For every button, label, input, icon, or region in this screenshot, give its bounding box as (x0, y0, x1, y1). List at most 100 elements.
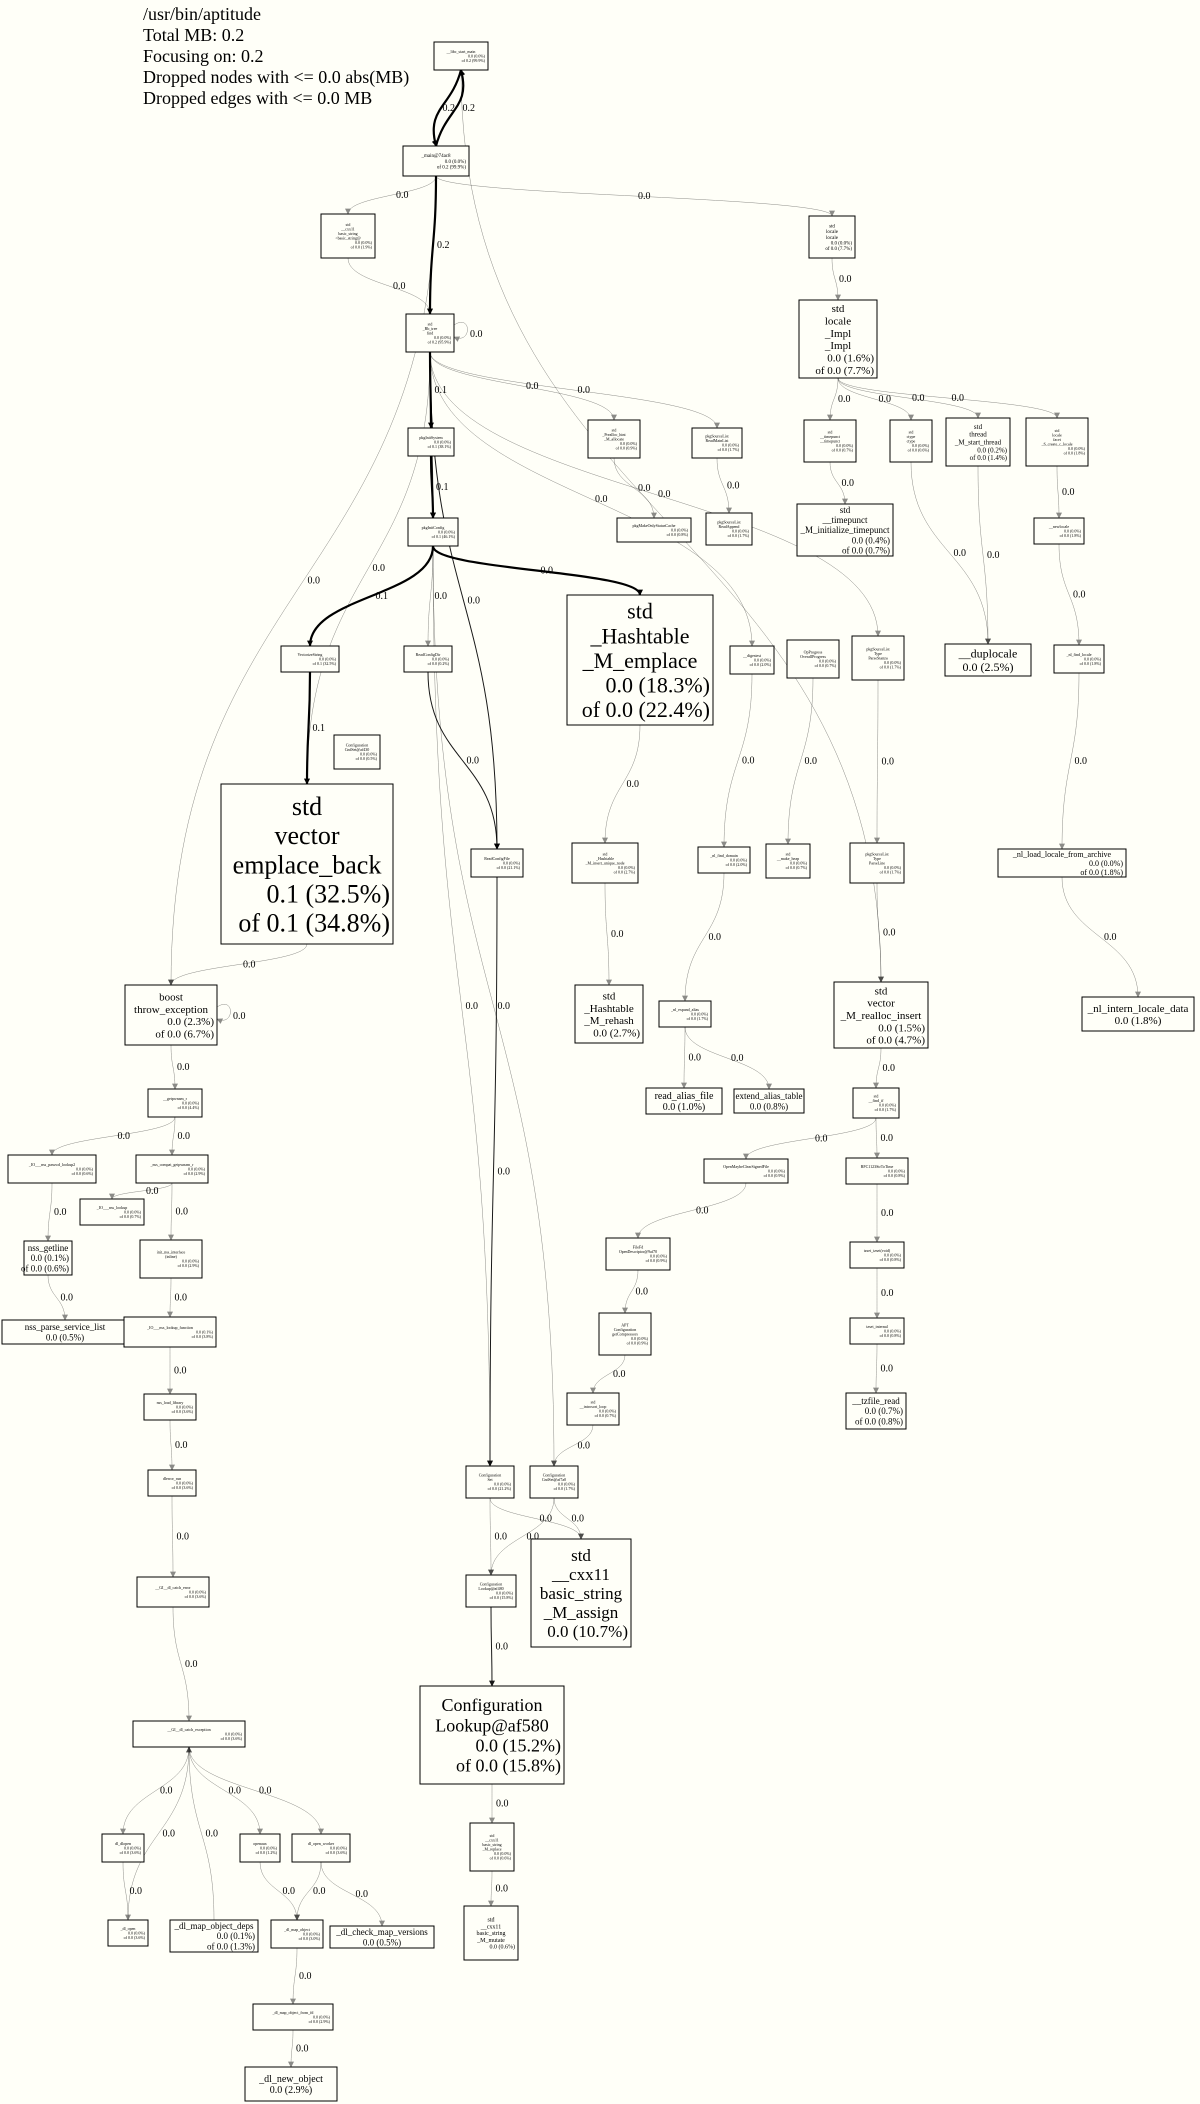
node-label-line: _main@74ac8 (420, 154, 451, 159)
edge-config_cndset2-to-cxx11_assign: 0.0 (553, 1497, 584, 1540)
node-label-line: 0.0 (0.0%) (884, 660, 902, 665)
node-label-line: of 0.2 (99.9%) (462, 58, 486, 63)
edge-label: 0.0 (299, 1971, 312, 1982)
edge-dl_map_deps-to-dl_catch_exc: 0.0 (186, 1746, 218, 1921)
edge-label: 0.0 (815, 1134, 828, 1145)
node-label-line: 0.0 (0.0%) (313, 2014, 331, 2019)
node-box (419, 1685, 565, 1785)
node-label-line: of 0.0 (21.2%) (488, 1486, 512, 1491)
node-box (849, 1241, 905, 1269)
node-box (845, 1392, 907, 1430)
edge-label: 0.0 (1104, 932, 1117, 943)
edge-label: 0.0 (881, 1208, 894, 1219)
node-label-line: of 0.0 (1.4%) (970, 454, 1008, 462)
node-label-line: _dl_new_object (258, 2074, 323, 2085)
node-box (945, 417, 1011, 467)
node-label-line: std (875, 985, 888, 997)
node-label-line: 0.0 (0.0%) (360, 752, 378, 757)
edge-label: 0.0 (495, 1532, 508, 1543)
node-label-line: ReadConfigFile (484, 856, 510, 861)
edge-label: 0.0 (805, 756, 818, 767)
node-label-line: of 0.2 (95.9%) (428, 339, 452, 344)
node-label-line: 0.0 (0.0%) (671, 527, 689, 532)
node-label-line: std (786, 852, 791, 857)
node-label-line: _nl_find_locale (1065, 652, 1091, 657)
node-label-line: __duplocale (958, 647, 1018, 661)
edge-label: 0.0 (356, 1889, 369, 1900)
edge-rb_tree-to-rb_tree: 0.0 (453, 322, 483, 342)
node-label-line: of 0.0 (1.7%) (875, 1107, 897, 1112)
node-label-line: of 0.0 (2.0%) (750, 662, 772, 667)
node-label-line: _nl_expand_alias (670, 1007, 699, 1012)
node-label-line: _M_emplace (582, 648, 698, 673)
node-box (1081, 996, 1195, 1032)
node-label-line: VectorizeString (298, 652, 323, 657)
node-box (147, 1088, 203, 1118)
node-label-line: pkgSourceList (866, 646, 890, 651)
edge-label: 0.0 (175, 1293, 188, 1304)
edge-label: 0.0 (879, 394, 892, 405)
node-label-line: RFC1123StrToTime (861, 1164, 894, 1169)
node-label-line: std (292, 792, 322, 821)
edge-label: 0.0 (393, 281, 406, 292)
node-label-line: 0.0 (0.0%) (884, 1252, 902, 1257)
node-label-line: 0.0 (0.0%) (599, 1409, 617, 1414)
edge-label: 0.2 (463, 103, 476, 114)
node-label-line: _nl_intern_locale_data (1087, 1003, 1189, 1015)
node-label-line: std (909, 429, 914, 434)
node-label-line: 0.0 (0.1%) (31, 1253, 69, 1263)
node-label-line: of 0.1 (38.1%) (428, 444, 452, 449)
node-label-line: 0.0 (0.5%) (363, 1937, 401, 1947)
edge-label: 0.0 (467, 756, 480, 767)
node-label-line: init_nss_interface (157, 1250, 186, 1255)
edge-digest-to-nl_find_domain: 0.0 (721, 673, 755, 848)
node-label-line: of 0.0 (0.9%) (646, 1258, 668, 1263)
header-dropped-nodes: Dropped nodes with <= 0.0 abs(MB) (143, 67, 410, 87)
edge-label: 0.0 (174, 1366, 187, 1377)
edge-introsort-to-config_cndset2: 0.0 (551, 1424, 594, 1467)
node-box (851, 635, 905, 681)
node-label-line: _dl_map_object_from_fd (272, 2010, 314, 2015)
edge-label: 0.0 (175, 1440, 188, 1451)
node-box (469, 1822, 515, 1872)
node-label-line: getCompressors (612, 1331, 638, 1336)
node-box (658, 1000, 712, 1028)
node-label-line: of 0.0 (0.7%) (832, 447, 854, 452)
edge-label: 0.0 (496, 1642, 509, 1653)
node-label-line: basic_string (540, 1584, 623, 1603)
node-label-line: pkgInitConfig (422, 525, 445, 530)
node-box (252, 2003, 334, 2031)
node-label-line: 0.0 (0.0%) (650, 1254, 668, 1259)
node-box (107, 1919, 149, 1947)
node-box (1, 1319, 129, 1345)
node-label-line: ReadAppend (719, 524, 740, 529)
node-label-line: basic_string (482, 1842, 501, 1847)
node-label-line: 0.0 (0.0%) (912, 443, 930, 448)
edge-timepunct-to-timepunct_init: 0.0 (829, 461, 854, 505)
node-label-line: vector (867, 998, 895, 1010)
edge-label: 0.0 (638, 483, 651, 494)
node-box (320, 213, 376, 259)
edge-label: 0.0 (912, 393, 925, 404)
node-box (705, 512, 753, 546)
node-label-line: __timepunct (822, 515, 868, 525)
node-label-line: 0.0 (0.0%) (1068, 446, 1086, 451)
node-label-line: Configuration (346, 743, 368, 748)
node-label-line: basic_string (338, 231, 357, 236)
edge-main-to-rb_tree: 0.2 (427, 175, 450, 315)
node-label-line: _M_rehash (583, 1015, 634, 1027)
node-label-line: _dl_check_map_versions (335, 1927, 428, 1937)
node-label-line: 0.0 (0.5%) (46, 1332, 84, 1342)
node-label-line: _M_replace (481, 1847, 501, 1852)
